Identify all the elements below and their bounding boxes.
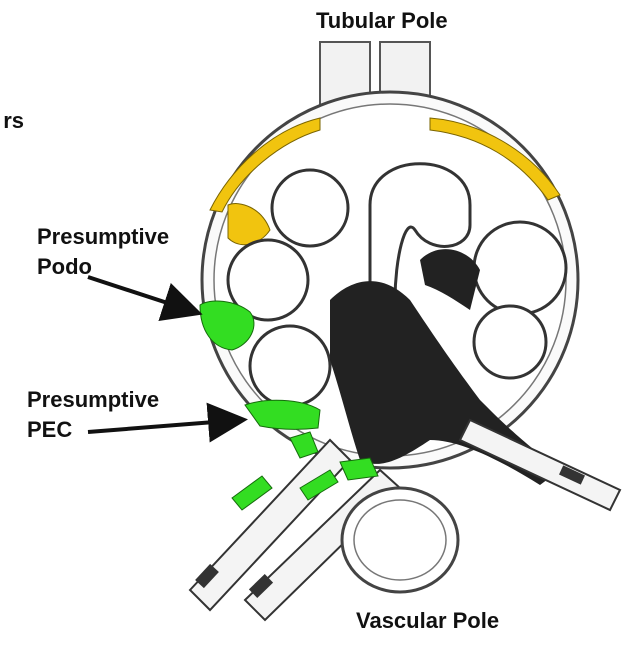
presumptive-podo-line2: Podo: [37, 252, 169, 282]
presumptive-podo-line1: Presumptive: [37, 222, 169, 252]
tubular-pole-label: Tubular Pole: [316, 6, 448, 36]
vascular-pole-label: Vascular Pole: [356, 606, 499, 636]
podo-arrow: [88, 277, 195, 312]
partial-label: rs: [0, 106, 24, 136]
vascular-pole-inner: [354, 500, 446, 580]
presumptive-podo-label: Presumptive Podo: [37, 222, 169, 282]
presumptive-pec-line1: Presumptive: [27, 385, 159, 415]
presumptive-pec-line2: PEC: [27, 415, 159, 445]
presumptive-pec-label: Presumptive PEC: [27, 385, 159, 445]
